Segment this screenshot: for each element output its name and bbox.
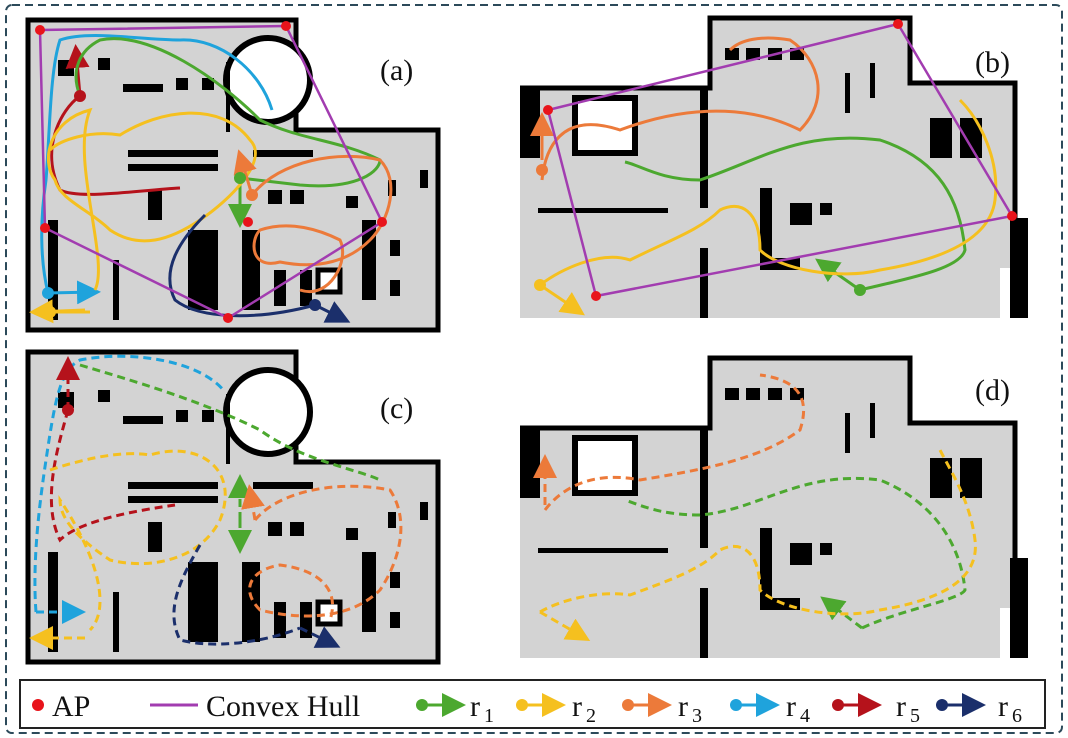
legend-r4: r 4: [730, 690, 810, 727]
panel-d: (d): [520, 358, 1028, 658]
ap-dot-icon: [32, 699, 44, 711]
route-starts-c: [62, 404, 74, 416]
route-r6-c: [172, 544, 341, 648]
legend-r2-sub: 2: [586, 705, 596, 727]
legend-ap: AP: [32, 690, 90, 723]
route-r5-c: [49, 356, 176, 543]
panel-label-d: (d): [975, 374, 1010, 407]
route-r1-d: [624, 476, 967, 630]
panel-label-c: (c): [380, 392, 413, 425]
legend-r1-base: r: [470, 690, 480, 723]
route-r2-b: [539, 98, 998, 316]
route-r2-a: [29, 107, 257, 324]
route-r2-d: [539, 449, 977, 642]
panel-b: (b): [520, 18, 1028, 318]
route-starts-b: [534, 164, 866, 296]
panel-label-b: (b): [975, 46, 1010, 79]
route-r4-c: [33, 354, 227, 624]
legend-ap-label: AP: [52, 690, 90, 723]
legend-hull-label: Convex Hull: [206, 690, 360, 723]
route-r2-c: [29, 449, 227, 650]
panel-a: (a): [28, 20, 438, 330]
legend-r1-sub: 1: [484, 705, 494, 727]
legend-r5-base: r: [896, 690, 906, 723]
panel-c: (c): [28, 352, 438, 662]
legend-r6: r 6: [936, 690, 1022, 727]
convex-hull-a: [38, 24, 384, 320]
legend: AP Convex Hull r 1 r 2 r 3 r: [19, 679, 1046, 729]
legend-r3: r 3: [622, 690, 702, 727]
legend-r6-base: r: [998, 690, 1008, 723]
ap-points-a: [35, 21, 387, 323]
route-r4-a: [40, 34, 274, 305]
route-r3-d: [533, 373, 806, 511]
legend-r2-base: r: [572, 690, 582, 723]
route-starts-a: [42, 90, 321, 318]
route-r3-c: [241, 484, 403, 621]
route-r3-b: [530, 36, 820, 181]
legend-r4-base: r: [786, 690, 796, 723]
route-r1-b: [624, 136, 967, 292]
legend-hull: Convex Hull: [150, 690, 360, 723]
route-r3-a: [233, 149, 393, 294]
legend-r5-sub: 5: [910, 705, 920, 727]
legend-r5: r 5: [832, 690, 920, 727]
route-r1-c: [79, 363, 381, 554]
legend-r3-base: r: [678, 690, 688, 723]
legend-r2: r 2: [516, 690, 596, 727]
ap-points-b: [543, 19, 1017, 301]
legend-r3-sub: 3: [692, 705, 702, 727]
panel-label-a: (a): [380, 54, 413, 87]
outer-frame: [5, 4, 1063, 734]
legend-r4-sub: 4: [800, 705, 810, 727]
legend-r1: r 1: [416, 690, 494, 727]
legend-r6-sub: 6: [1012, 705, 1022, 727]
